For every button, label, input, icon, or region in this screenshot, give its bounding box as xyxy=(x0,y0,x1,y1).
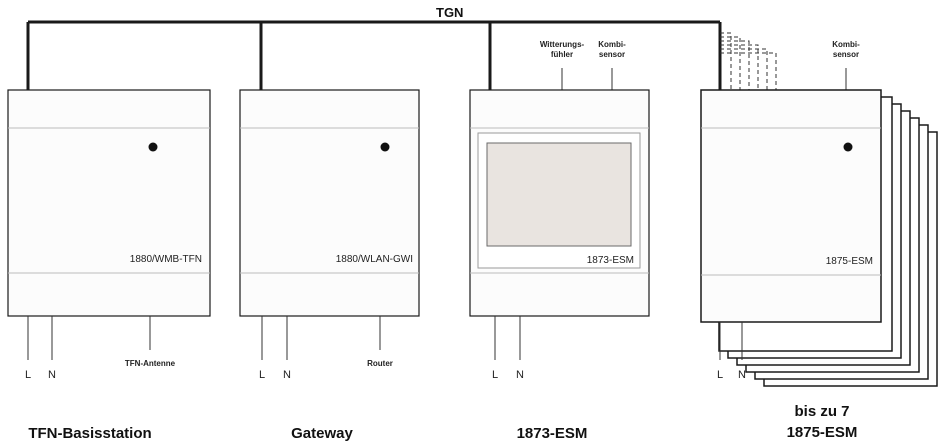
pin-l: L xyxy=(717,369,723,381)
device-1873-esm: Witterungs- fühler Kombi- sensor 1873-ES… xyxy=(469,40,650,441)
device-1875-esm: Kombi- sensor 1875-ESM L N bis zu 7 1875… xyxy=(700,40,882,441)
sensor-label-kombi: Kombi- xyxy=(598,40,626,49)
device-label: 1880/WLAN-GWI xyxy=(336,254,413,265)
pin-l: L xyxy=(492,369,498,381)
device-label: 1880/WMB-TFN xyxy=(130,254,202,265)
bus-label: TGN xyxy=(436,5,463,20)
pin-n: N xyxy=(283,369,291,381)
pin-n: N xyxy=(516,369,524,381)
device-caption: Gateway xyxy=(291,425,353,441)
device-caption: 1873-ESM xyxy=(517,425,588,441)
antenna-label: TFN-Antenne xyxy=(125,359,176,368)
pin-n: N xyxy=(48,369,56,381)
device-caption-line-2: 1875-ESM xyxy=(787,424,858,441)
sensor-label-kombi-2: sensor xyxy=(833,50,859,59)
sensor-label-witterung-2: fühler xyxy=(551,50,573,59)
device-tfn-basisstation: 1880/WMB-TFN L N TFN-Antenne TFN-Basisst… xyxy=(7,89,211,441)
status-led xyxy=(843,142,853,152)
pin-n: N xyxy=(738,369,746,381)
sensor-label-witterung: Witterungs- xyxy=(540,40,585,49)
status-led xyxy=(148,142,158,152)
device-gateway: 1880/WLAN-GWI L N Router Gateway xyxy=(239,89,420,441)
sensor-label-kombi-2: sensor xyxy=(599,50,625,59)
pin-l: L xyxy=(25,369,31,381)
display-screen xyxy=(486,142,632,247)
pin-l: L xyxy=(259,369,265,381)
device-caption-line-1: bis zu 7 xyxy=(794,403,849,420)
sensor-label-kombi: Kombi- xyxy=(832,40,860,49)
device-caption: TFN-Basisstation xyxy=(28,425,151,441)
device-label: 1875-ESM xyxy=(826,256,873,267)
device-label: 1873-ESM xyxy=(587,255,634,266)
status-led xyxy=(380,142,390,152)
router-label: Router xyxy=(367,359,393,368)
